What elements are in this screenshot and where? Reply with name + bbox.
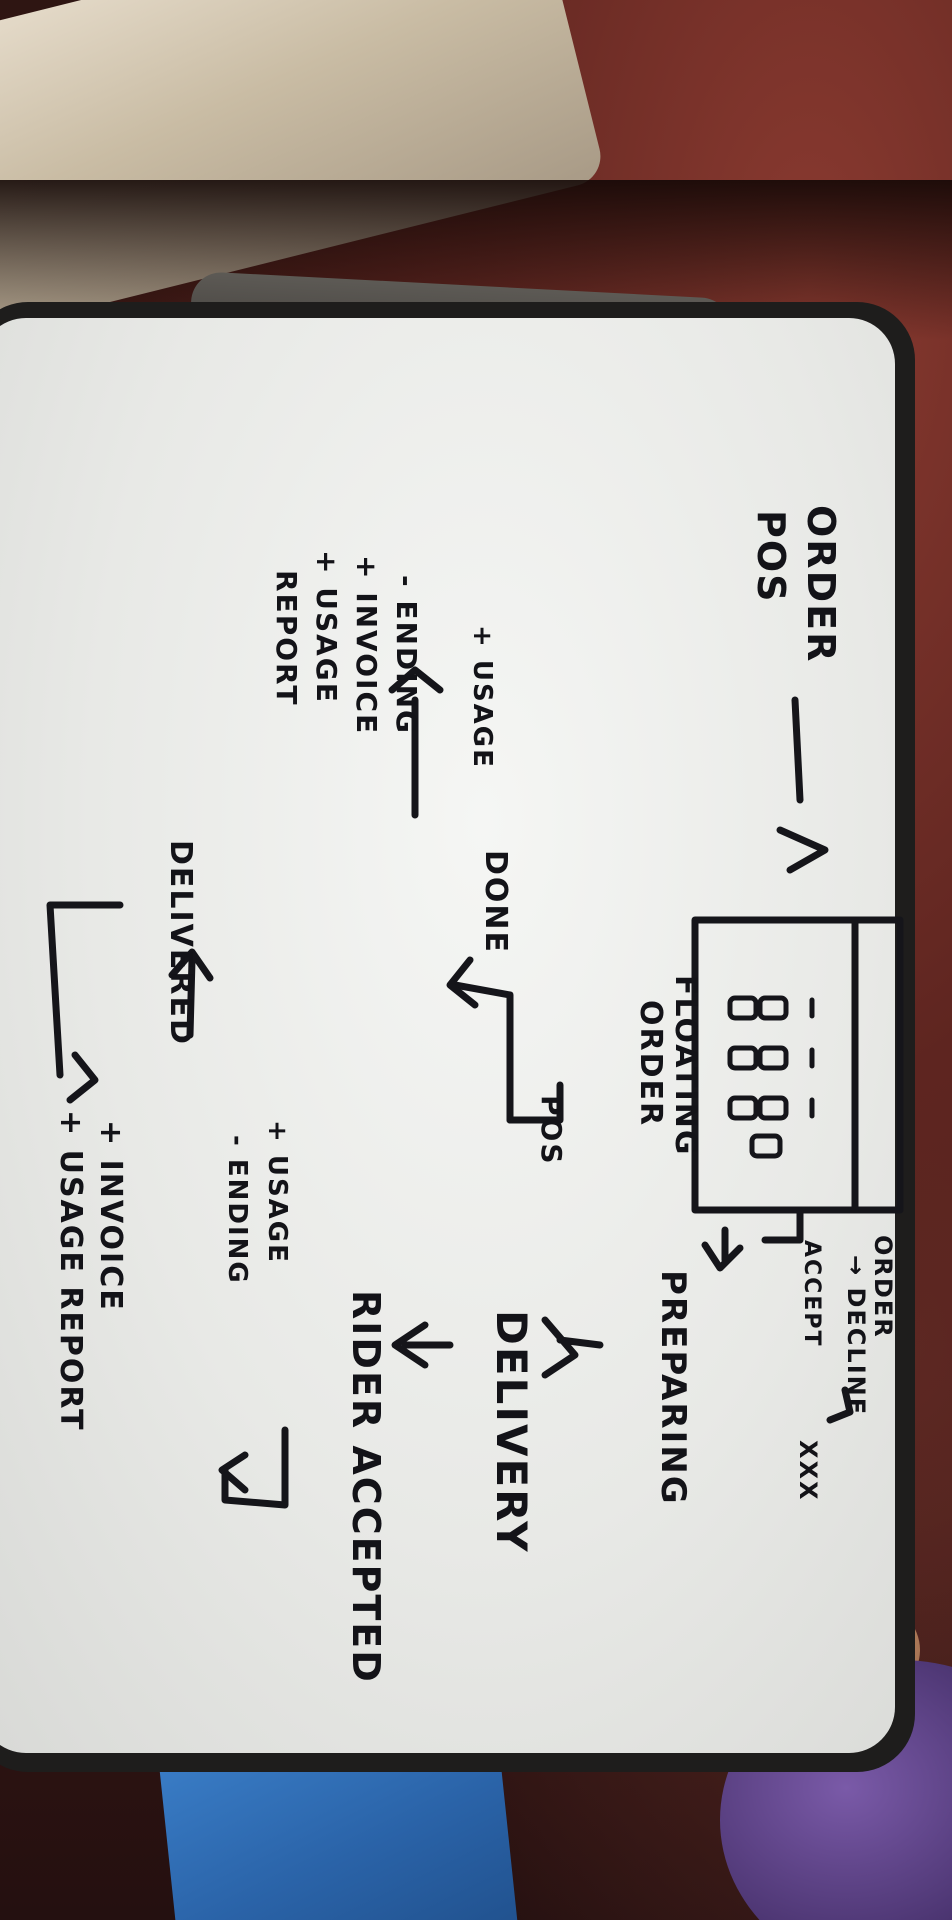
label-right-note: - ENDING bbox=[222, 1135, 252, 1285]
label-pos: POS bbox=[749, 510, 793, 604]
label-preparing: PREPARING bbox=[653, 1270, 693, 1506]
label-bottom-note: + INVOICE bbox=[93, 1120, 128, 1312]
bracket bbox=[218, 1426, 289, 1509]
arrow-left bbox=[388, 666, 444, 819]
arrow-head bbox=[66, 1051, 99, 1104]
l-line bbox=[46, 901, 124, 1079]
arrow-head bbox=[446, 956, 479, 1009]
label-order: ORDER bbox=[799, 505, 843, 664]
label-order-2: ORDER bbox=[633, 1000, 668, 1128]
label-left-note: + USAGE bbox=[467, 625, 497, 769]
label-left-note: - ENDING bbox=[390, 575, 423, 736]
label-right-note: + USAGE bbox=[262, 1120, 292, 1264]
arrow-down bbox=[391, 1321, 454, 1369]
arrow-head bbox=[701, 1226, 744, 1272]
arrow-line bbox=[761, 1208, 804, 1244]
label-accept: ACCEPT bbox=[799, 1240, 824, 1348]
label-order-decision: ORDER bbox=[869, 1235, 897, 1339]
label-xxx: XXX bbox=[794, 1440, 822, 1502]
floating-order-screen bbox=[691, 916, 904, 1214]
arrow-line bbox=[791, 696, 804, 804]
arrow-line bbox=[451, 981, 514, 1124]
arrow-head bbox=[776, 826, 829, 874]
label-delivered: DELIVERED bbox=[163, 840, 198, 1046]
whiteboard bbox=[0, 318, 895, 1753]
bracket bbox=[506, 1081, 564, 1124]
label-pos-2: POS bbox=[535, 1095, 568, 1166]
label-done: DONE bbox=[478, 850, 513, 955]
arrow-head bbox=[826, 1386, 854, 1424]
label-floating: FLOATING bbox=[668, 975, 703, 1157]
label-bottom-note: + USAGE REPORT bbox=[53, 1110, 88, 1432]
label-left-note: + INVOICE bbox=[350, 555, 383, 736]
label-left-note: REPORT bbox=[270, 570, 303, 707]
arrow-left bbox=[168, 948, 214, 1039]
arrow-down bbox=[541, 1316, 604, 1379]
label-left-note: + USAGE bbox=[310, 550, 343, 704]
label-decline: → DECLINE bbox=[842, 1255, 870, 1417]
label-delivery: DELIVERY bbox=[487, 1310, 536, 1554]
label-rider-accepted: RIDER ACCEPTED bbox=[344, 1290, 388, 1684]
